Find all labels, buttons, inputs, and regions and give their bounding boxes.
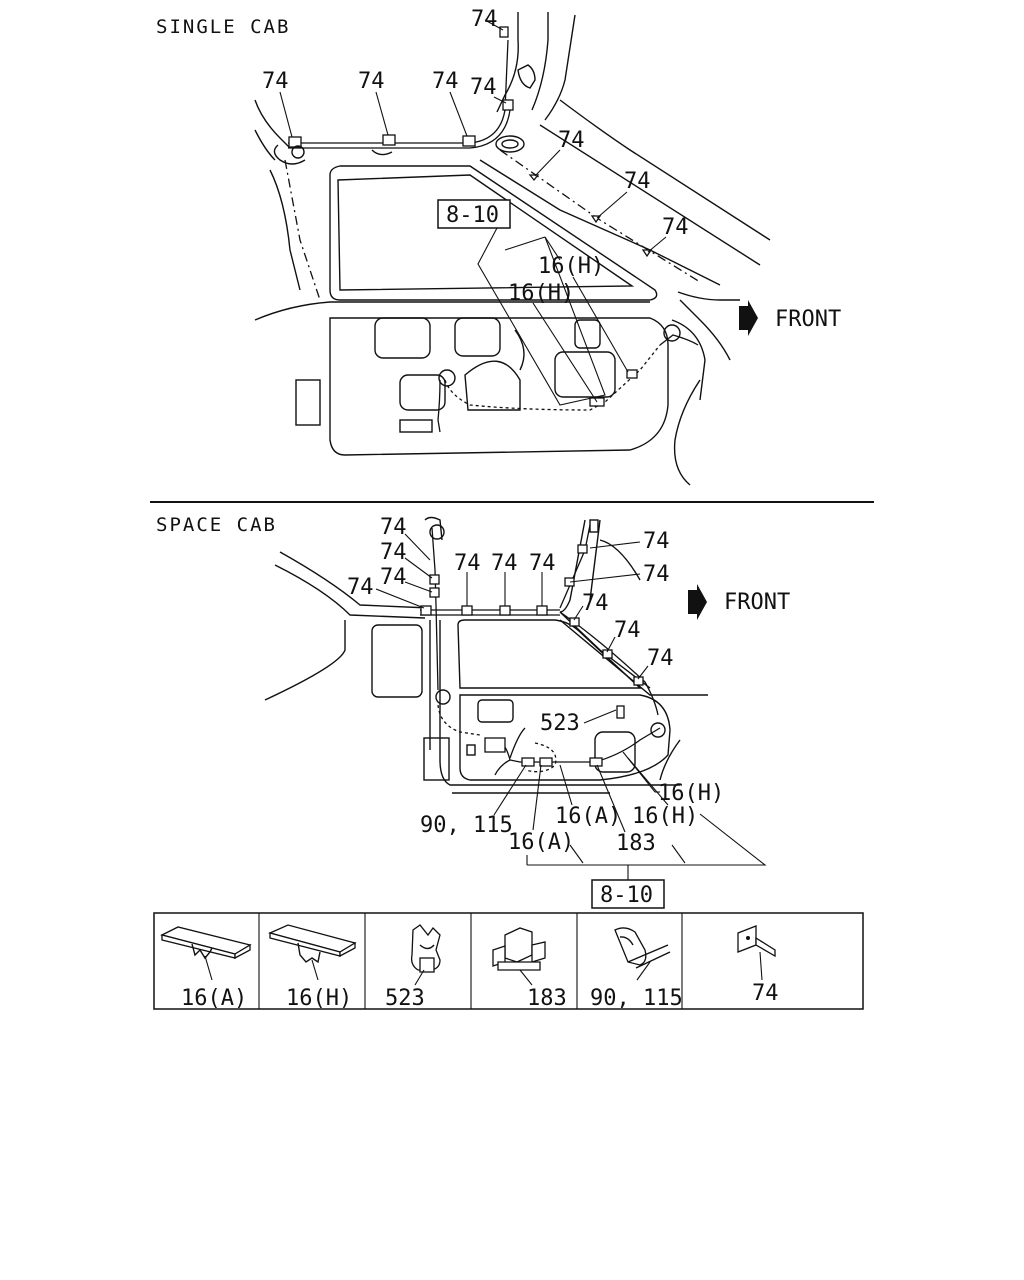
single-cab-title: SINGLE CAB: [156, 16, 290, 38]
callout-74: 74: [647, 646, 674, 671]
callout-74: 74: [582, 591, 609, 616]
callout-74: 74: [262, 69, 289, 94]
legend-label-16a: 16(A): [181, 986, 247, 1011]
callout-74: 74: [529, 551, 556, 576]
legend-label-90-115: 90, 115: [590, 986, 683, 1011]
callout-16a: 16(A): [508, 830, 574, 855]
callout-74: 74: [471, 7, 498, 32]
legend-label-74: 74: [752, 981, 779, 1006]
front-arrow-icon: [739, 300, 758, 336]
legend-label-183: 183: [527, 986, 567, 1011]
single-cab-diagram: SINGLE CAB: [156, 7, 841, 486]
clip-183-icon: [492, 927, 546, 986]
band-clip-icon: [614, 927, 671, 981]
callout-74: 74: [432, 69, 459, 94]
callout-16h: 16(H): [508, 281, 574, 306]
space-cab-diagram: SPACE CAB: [156, 514, 790, 909]
front-arrow-icon: [688, 584, 707, 620]
callout-74: 74: [624, 169, 651, 194]
legend-label-523: 523: [385, 986, 425, 1011]
callout-74: 74: [454, 551, 481, 576]
callout-74: 74: [347, 575, 374, 600]
ref-box-8-10-single: [437, 199, 511, 229]
ref-label-single: 8-10: [446, 203, 499, 228]
callout-74: 74: [470, 75, 497, 100]
callout-74: 74: [614, 618, 641, 643]
callout-74: 74: [380, 515, 407, 540]
clip-16h-icon: [268, 924, 357, 981]
callout-74: 74: [662, 215, 689, 240]
callout-74: 74: [380, 540, 407, 565]
callout-16a: 16(A): [555, 804, 621, 829]
callout-90-115: 90, 115: [420, 813, 513, 838]
callout-16h: 16(H): [632, 804, 698, 829]
ref-label-space: 8-10: [600, 883, 653, 908]
callout-74: 74: [643, 529, 670, 554]
callout-74: 74: [380, 565, 407, 590]
callout-183: 183: [616, 831, 656, 856]
callout-74: 74: [558, 128, 585, 153]
space-cab-title: SPACE CAB: [156, 514, 277, 536]
legend-frame: [153, 912, 864, 1010]
clip-523-icon: [410, 924, 441, 986]
callout-74: 74: [358, 69, 385, 94]
front-label: FRONT: [724, 590, 790, 615]
front-label: FRONT: [775, 307, 841, 332]
parts-legend: 16(A) 16(H) 523 183: [153, 912, 864, 1011]
callout-74: 74: [643, 562, 670, 587]
legend-label-16h: 16(H): [286, 986, 352, 1011]
ref-box-8-10-space: [591, 879, 665, 909]
callout-74: 74: [491, 551, 518, 576]
bracket-74-icon: [737, 925, 776, 981]
clip-16a-icon: [160, 926, 252, 981]
callout-16h: 16(H): [538, 254, 604, 279]
callout-523: 523: [540, 711, 580, 736]
callout-16h: 16(H): [658, 781, 724, 806]
